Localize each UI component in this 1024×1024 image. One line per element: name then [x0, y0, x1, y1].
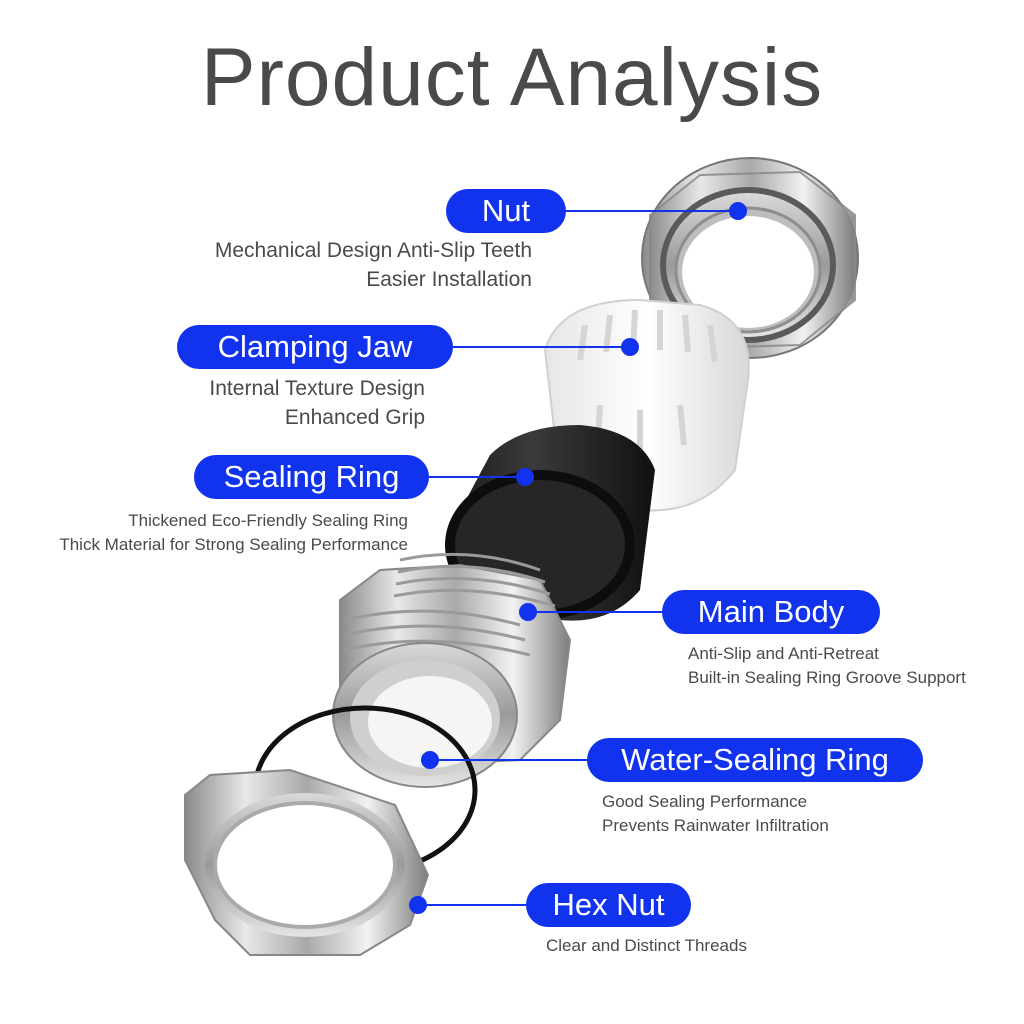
water-sealing-ring-label: Water-Sealing Ring — [587, 738, 923, 782]
clamping-jaw-description-line1: Internal Texture Design — [209, 377, 425, 400]
hex-nut-label: Hex Nut — [526, 883, 691, 927]
clamping-jaw-label: Clamping Jaw — [177, 325, 453, 369]
nut-description-line1: Mechanical Design Anti-Slip Teeth — [214, 239, 532, 262]
sealing-ring-description-line2: Thick Material for Strong Sealing Perfor… — [59, 535, 408, 554]
page-title: Product Analysis — [200, 32, 824, 123]
nut-description: Mechanical Design Anti-Slip Teeth Easier… — [215, 236, 532, 294]
sealing-ring-description-line1: Thickened Eco-Friendly Sealing Ring — [128, 511, 408, 530]
sealing-ring-label: Sealing Ring — [194, 455, 429, 499]
water-sealing-ring-description-line2: Prevents Rainwater Infiltration — [602, 816, 829, 835]
clamping-jaw-description: Internal Texture Design Enhanced Grip — [209, 374, 425, 432]
nut-label: Nut — [446, 189, 566, 233]
main-body-description-line2: Built-in Sealing Ring Groove Support — [688, 668, 966, 687]
main-body-description: Anti-Slip and Anti-Retreat Built-in Seal… — [688, 642, 966, 690]
main-body-label: Main Body — [662, 590, 880, 634]
nut-description-line2: Easier Installation — [366, 268, 532, 291]
hex-nut-description-line1: Clear and Distinct Threads — [546, 936, 747, 955]
hex-nut-part — [184, 768, 430, 956]
nut-part — [641, 157, 859, 359]
water-sealing-ring-description-line1: Good Sealing Performance — [602, 792, 808, 811]
hex-nut-description: Clear and Distinct Threads — [546, 934, 747, 958]
water-sealing-ring-description: Good Sealing Performance Prevents Rainwa… — [602, 790, 829, 838]
clamping-jaw-description-line2: Enhanced Grip — [284, 406, 425, 429]
main-body-description-line1: Anti-Slip and Anti-Retreat — [688, 644, 879, 663]
main-body-part — [332, 552, 572, 788]
sealing-ring-description: Thickened Eco-Friendly Sealing Ring Thic… — [59, 509, 408, 557]
